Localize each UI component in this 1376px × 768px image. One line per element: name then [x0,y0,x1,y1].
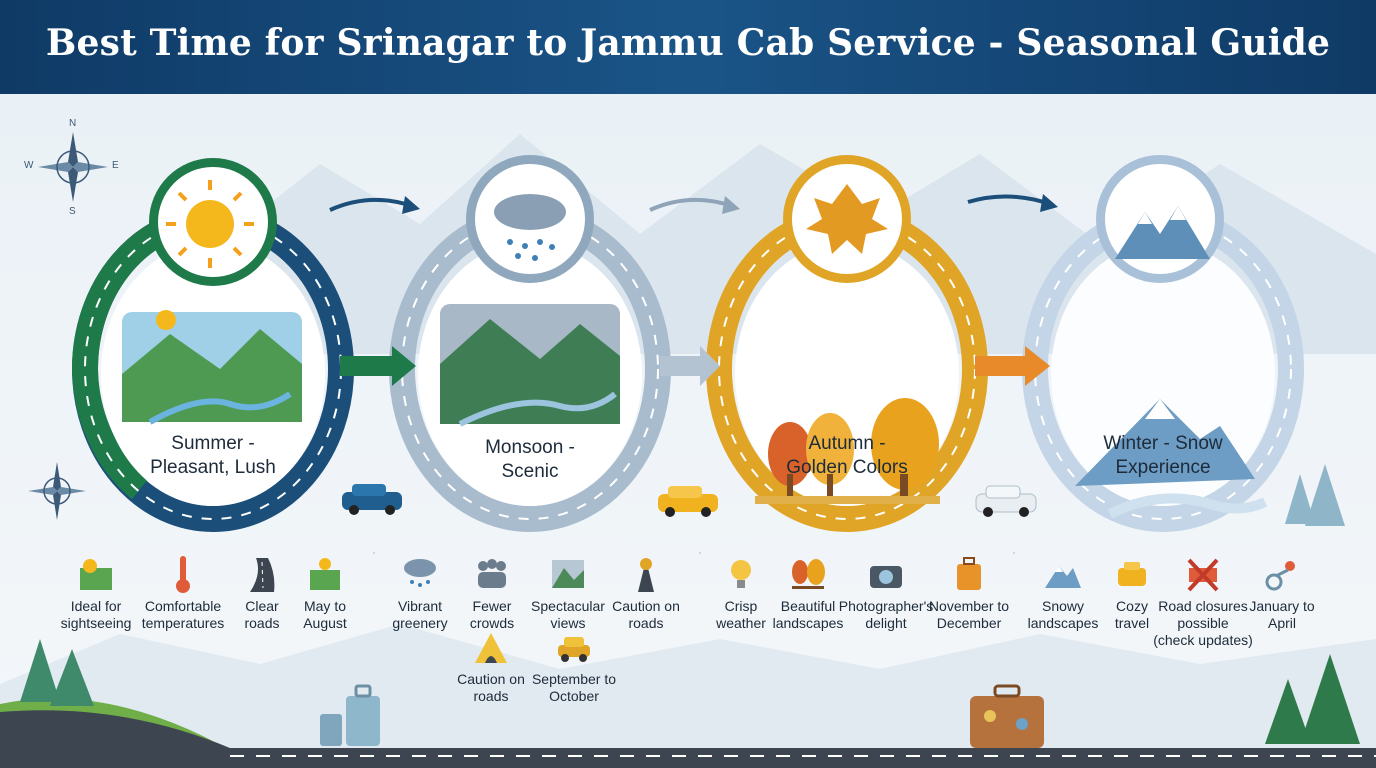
road-closed-icon [1187,558,1219,592]
infographic-scene: N S W E [0,94,1376,768]
compass-top: N S W E [24,118,119,217]
warning-road-icon [475,633,507,663]
snowy-mountain-icon [1045,566,1081,588]
summer-loop [71,158,354,532]
autumn-label: Autumn -Golden Colors [786,433,908,478]
rain-cloud-icon [404,559,436,587]
winter-loop [1022,155,1304,532]
pine-trees-right [1265,464,1360,744]
title-banner: Best Time for Srinagar to Jammu Cab Serv… [0,0,1376,94]
compass-s: S [69,206,76,217]
compass-bottom [22,456,92,526]
pine-trees-left [20,639,94,706]
monsoon-label: Monsoon -Scenic [485,437,575,482]
luggage-icon [957,557,981,590]
thermometer-icon [176,556,190,593]
summer-label: Summer -Pleasant, Lush [150,433,276,478]
cars [342,484,1037,517]
compass-e: E [112,160,119,171]
calendar-sun-icon [310,558,340,590]
suitcase-right [970,684,1044,748]
compass-n: N [69,118,77,129]
map-pin-road-icon [638,558,654,592]
sun-landscape-icon [80,559,112,590]
taxi-icon [1118,562,1146,586]
suitcases-left [320,684,380,746]
bottom-road [0,710,1376,768]
compass-w: W [24,160,34,171]
car-icon [558,637,590,662]
lightbulb-icon [731,560,751,588]
camera-icon [870,566,902,588]
page-title: Best Time for Srinagar to Jammu Cab Serv… [45,22,1331,64]
trees-icon [792,559,825,589]
connector-arrows [329,194,1058,386]
people-icon [478,559,506,588]
mountain-view-icon [552,560,584,588]
road-icon [250,558,275,592]
season-loops [71,155,1304,554]
route-icon [1265,561,1295,591]
